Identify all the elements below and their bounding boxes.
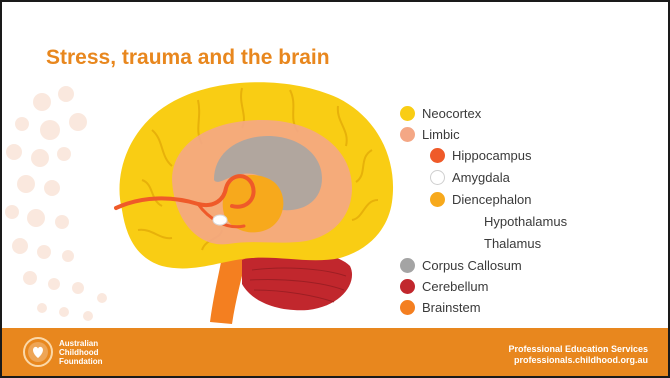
legend-item-cerebellum: Cerebellum	[400, 279, 488, 294]
footer-website: professionals.childhood.org.au	[513, 355, 648, 365]
legend-label: Cerebellum	[422, 279, 489, 294]
legend-item-amygdala: Amygdala	[430, 170, 510, 185]
legend-item-diencephalon: Diencephalon	[430, 192, 532, 207]
amygdala-color-dot	[430, 170, 445, 185]
footer-org-info: Professional Education Services professi…	[508, 344, 648, 366]
slide-title: Stress, trauma and the brain	[46, 46, 330, 69]
brain-diagram	[114, 82, 394, 324]
corpus-callosum-color-dot	[400, 258, 415, 273]
legend-label: Neocortex	[422, 106, 482, 121]
decorative-dot-pattern	[5, 86, 107, 321]
diencephalon-color-dot	[430, 192, 445, 207]
footer-org-name: Professional Education Services	[508, 344, 648, 354]
hippocampus-color-dot	[430, 148, 445, 163]
legend-label: Limbic	[422, 127, 460, 142]
limbic-color-dot	[400, 127, 415, 142]
legend-item-brainstem: Brainstem	[400, 300, 481, 315]
diencephalon-shape	[222, 175, 284, 233]
legend-label: Amygdala	[452, 170, 510, 185]
legend-item-corpus-callosum: Corpus Callosum	[400, 258, 522, 273]
neocortex-color-dot	[400, 106, 415, 121]
legend-item-hypothalamus: Hypothalamus	[484, 214, 567, 229]
footer-bar: Australian Childhood Foundation Professi…	[2, 328, 668, 376]
legend-label: Diencephalon	[452, 192, 532, 207]
legend-label: Corpus Callosum	[422, 258, 522, 273]
logo-line: Childhood	[59, 348, 99, 357]
legend-label: Hypothalamus	[484, 214, 568, 229]
cerebellum-color-dot	[400, 279, 415, 294]
legend-label: Hippocampus	[452, 148, 532, 163]
amygdala-shape	[212, 214, 228, 226]
logo-wordmark: Australian Childhood Foundation	[59, 339, 103, 366]
legend-item-neocortex: Neocortex	[400, 106, 481, 121]
hippocampus-shape	[114, 174, 256, 210]
legend-label: Brainstem	[422, 300, 481, 315]
logo-line: Foundation	[59, 357, 103, 366]
heart-logo-icon	[23, 337, 53, 367]
logo-line: Australian	[59, 339, 99, 348]
legend-label: Thalamus	[484, 236, 542, 251]
legend-item-thalamus: Thalamus	[484, 236, 541, 251]
legend-item-hippocampus: Hippocampus	[430, 148, 532, 163]
corpus-callosum-shape	[214, 136, 322, 211]
brainstem-shape	[210, 246, 248, 324]
brainstem-color-dot	[400, 300, 415, 315]
legend-item-limbic: Limbic	[400, 127, 460, 142]
